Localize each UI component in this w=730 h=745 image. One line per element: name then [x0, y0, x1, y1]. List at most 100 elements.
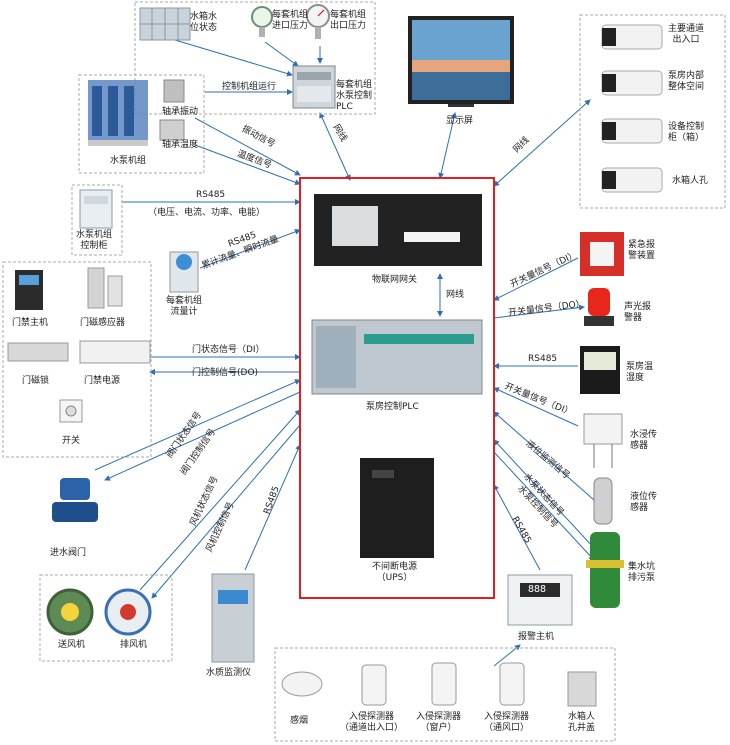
- bearing-temp-label: 轴承温度: [162, 140, 199, 150]
- camera-1-label: 主要通道出入口: [668, 24, 705, 45]
- det3-label: 入侵探测器（通风口）: [484, 712, 530, 733]
- link-inlet-pressure: [264, 41, 299, 67]
- camera-icons: [601, 24, 663, 193]
- link-plc-net: [319, 112, 351, 181]
- tank-label: 水箱水位状态: [190, 12, 218, 33]
- link-pump-state: [493, 439, 595, 549]
- flowmeter-label: 每套机组流量计: [166, 296, 203, 317]
- unit-run-label: 控制机组运行: [222, 82, 277, 92]
- link-display: [438, 112, 457, 179]
- strobe-label: 声光报警器: [624, 302, 652, 323]
- camera-3-label: 设备控制柜（箱）: [668, 122, 705, 143]
- link-tank: [174, 39, 293, 77]
- group-pumps: [78, 74, 205, 174]
- outlet-pressure-label: 每套机组出口压力: [330, 10, 367, 31]
- camera-2-label: 泵房内部整体空间: [668, 71, 705, 92]
- alarm-button-icon: [580, 232, 624, 276]
- det1-label: 入侵探测器（通道出入口）: [340, 712, 404, 733]
- camera-4-label: 水箱人孔: [672, 176, 709, 186]
- water-quality-icon: [211, 573, 255, 663]
- display-icon: [408, 16, 514, 107]
- pump-group-icon: [88, 79, 185, 146]
- tank-icon: [139, 7, 191, 41]
- thermo-label: 泵房温湿度: [626, 362, 654, 383]
- access-power-label: 门禁电源: [84, 376, 121, 386]
- intrusion-detector-icons: [361, 662, 525, 706]
- group-access: [2, 261, 152, 458]
- door-lock-icon: [7, 342, 69, 362]
- link-temperature: [194, 144, 301, 186]
- water-quality-label: 水质监测仪: [206, 668, 252, 678]
- inlet-gauge-icon: [251, 6, 273, 37]
- center-frame: [299, 177, 495, 599]
- alarm-btn-label: 紧急报警装置: [628, 240, 656, 261]
- door-lock-label: 门磁锁: [22, 376, 50, 386]
- link-valve-state: [94, 379, 301, 471]
- access-power-icon: [79, 340, 151, 364]
- door-ctrl-label: 门控制信号(DO): [192, 368, 259, 378]
- gateway-label: 物联网网关: [372, 275, 418, 285]
- link-fan-ctrl: [151, 424, 301, 599]
- link-leak: [493, 387, 579, 427]
- sump-pump-icon: [586, 532, 624, 608]
- level-label: 液位传感器: [630, 492, 658, 513]
- outlet-gauge-icon: [306, 4, 330, 39]
- link-cameras: [493, 99, 591, 187]
- exit-switch-icon: [59, 399, 83, 423]
- link-valve-ctrl: [104, 391, 301, 481]
- group-cabinet: [71, 184, 123, 256]
- rs485-d-label: RS485: [528, 354, 558, 364]
- leak-sensor-icon: [583, 413, 623, 468]
- sump-pump-label: 集水坑排污泵: [628, 562, 656, 583]
- exhaust-fan-label: 排风机: [120, 640, 148, 650]
- strobe-icon: [584, 288, 614, 326]
- door-sensor-label: 门磁感应器: [80, 318, 126, 328]
- ups-icon: [360, 458, 434, 558]
- smoke-detector-icon: [281, 671, 323, 697]
- link-pump-ctrl: [493, 451, 595, 561]
- door-state-label: 门状态信号（DI）: [192, 345, 265, 355]
- link-fan-state: [139, 409, 301, 591]
- inlet-valve-icon: [52, 478, 98, 522]
- manhole-label: 水箱人孔井盖: [568, 712, 596, 733]
- link-vibration: [194, 117, 301, 176]
- gateway-icon: [314, 194, 482, 266]
- smoke-label: 感烟: [290, 716, 309, 726]
- plc-label: 泵房控制PLC: [366, 402, 419, 412]
- link-water-quality: [244, 444, 301, 571]
- flowmeter-icon: [169, 251, 199, 293]
- pump-group-label: 水泵机组: [110, 156, 147, 166]
- exit-switch-label: 开关: [62, 436, 81, 446]
- manhole-cover-icon: [567, 671, 597, 707]
- bearing-vib-label: 轴承振动: [162, 107, 199, 117]
- alarm-host-icon: [507, 574, 573, 626]
- group-detectors: [274, 647, 616, 742]
- link-flowmeter: [199, 228, 301, 269]
- group-cameras: [579, 14, 726, 209]
- leak-label: 水浸传感器: [630, 430, 658, 451]
- supply-fan-icon: [46, 588, 94, 636]
- ups-label: 不间断电源（UPS）: [372, 562, 418, 583]
- display-label: 显示屏: [446, 116, 474, 126]
- alarm-host-label: 报警主机: [518, 632, 555, 642]
- inlet-pressure-label: 每套机组进口压力: [272, 10, 309, 31]
- cabinet-icon: [79, 189, 113, 229]
- supply-fan-label: 送风机: [58, 640, 86, 650]
- unit-plc-icon: [292, 65, 336, 109]
- alarm-panel-readout: 888: [528, 584, 547, 595]
- group-fans: [39, 574, 173, 662]
- link-alarm-btn: [493, 257, 579, 301]
- access-host-icon: [15, 270, 43, 310]
- link-strobe: [493, 304, 585, 319]
- link-alarm-host: [493, 484, 541, 571]
- thermo-icon: [580, 346, 620, 394]
- exhaust-fan-icon: [104, 588, 152, 636]
- cabinet-label: 水泵机组控制柜: [76, 230, 113, 251]
- det2-label: 入侵探测器（窗户）: [416, 712, 462, 733]
- rs485-a-label: RS485: [196, 190, 226, 200]
- gateway-link-label: 网线: [446, 290, 465, 300]
- access-host-label: 门禁主机: [12, 318, 49, 328]
- inlet-valve-label: 进水阀门: [50, 548, 87, 558]
